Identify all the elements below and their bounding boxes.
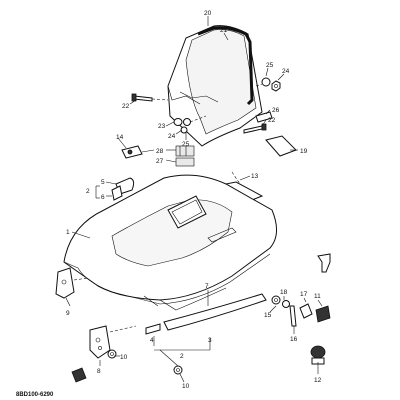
callout-6: 6 xyxy=(101,194,105,201)
callout-22-left: 22 xyxy=(122,103,130,110)
callout-12: 12 xyxy=(314,377,322,384)
callout-9: 9 xyxy=(66,310,70,317)
callout-22-right: 22 xyxy=(268,117,276,124)
nut-10-b xyxy=(173,365,183,375)
bracket-8 xyxy=(89,325,137,359)
callout-7: 7 xyxy=(205,283,209,290)
nut-washer-upper-right xyxy=(255,77,281,92)
callout-5: 5 xyxy=(101,179,105,186)
callout-3: 3 xyxy=(208,337,212,344)
callout-27: 27 xyxy=(156,158,164,165)
grip-5-6 xyxy=(95,177,135,201)
callout-19: 19 xyxy=(300,148,308,155)
washer-18 xyxy=(282,300,290,308)
block-27 xyxy=(175,157,195,167)
callout-11: 11 xyxy=(314,293,321,300)
callout-labels: 20 21 25 24 22 23 24 25 26 22 19 14 28 2… xyxy=(16,10,322,398)
drawing-code: 8BD100-6290 xyxy=(16,392,54,398)
rub-strip-7 xyxy=(163,293,267,331)
hook-11 xyxy=(315,305,331,323)
stopper-block xyxy=(71,367,87,383)
washer-15 xyxy=(271,295,281,305)
handle-13-right xyxy=(317,253,331,273)
callout-10-bottom: 10 xyxy=(182,383,190,390)
callout-14: 14 xyxy=(116,134,124,141)
leader-lines xyxy=(65,16,323,383)
callout-18: 18 xyxy=(280,289,288,296)
callout-24-lower: 24 xyxy=(168,133,176,140)
callout-15: 15 xyxy=(264,312,272,319)
decal-19 xyxy=(265,135,297,157)
bolt-22-left xyxy=(131,93,169,102)
callout-25: 25 xyxy=(266,62,274,69)
hood-cover-1 xyxy=(63,174,277,311)
callout-28: 28 xyxy=(156,148,164,155)
callout-2-top: 2 xyxy=(86,188,90,195)
bolt-16 xyxy=(289,305,297,327)
windshield-assembly xyxy=(167,25,263,147)
callout-25-lower: 25 xyxy=(182,141,190,148)
callout-10-left: 10 xyxy=(120,354,128,361)
callout-13: 13 xyxy=(251,173,259,180)
callout-23: 23 xyxy=(158,123,166,130)
pad-4 xyxy=(145,323,161,335)
spring-17 xyxy=(299,303,313,319)
callout-16: 16 xyxy=(290,336,298,343)
bracket-26-bolt-22 xyxy=(243,111,273,134)
callout-4: 4 xyxy=(150,337,154,344)
callout-20: 20 xyxy=(204,10,212,17)
clip-14 xyxy=(121,145,155,159)
block-28 xyxy=(175,145,195,157)
callout-1: 1 xyxy=(66,229,70,236)
callout-21: 21 xyxy=(220,27,228,34)
knob-12 xyxy=(310,345,326,365)
callout-26: 26 xyxy=(272,107,280,114)
latch-9 xyxy=(55,267,89,299)
callout-2-bottom: 2 xyxy=(180,353,184,360)
nut-10-a xyxy=(107,349,117,359)
callout-17: 17 xyxy=(300,291,308,298)
callout-24: 24 xyxy=(282,68,290,75)
callout-8: 8 xyxy=(97,368,101,375)
